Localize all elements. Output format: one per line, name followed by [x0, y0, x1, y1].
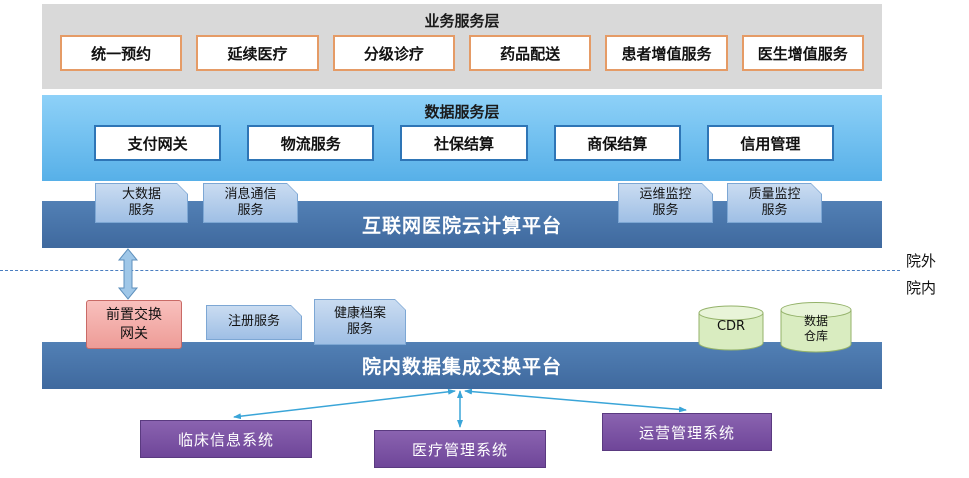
data-warehouse-label: 数据 仓库 [803, 314, 828, 343]
tab-big-data-label: 大数据 服务 [121, 186, 161, 218]
business-box-row: 统一预约 延续医疗 分级诊疗 药品配送 患者增值服务 医生增值服务 [60, 35, 864, 71]
integration-platform-title: 院内数据集成交换平台 [361, 356, 562, 378]
tab-health-record-service: 健康档案 服务 [314, 299, 406, 345]
system-medical-management: 医疗管理系统 [374, 430, 546, 468]
business-box-unified-booking: 统一预约 [60, 35, 183, 71]
tab-health-record-label: 健康档案 服务 [333, 305, 386, 337]
business-layer-title: 业务服务层 [424, 12, 500, 30]
tab-ops-monitor-service: 运维监控 服务 [618, 183, 713, 223]
system-clinical-information: 临床信息系统 [140, 420, 312, 458]
tab-registration-label: 注册服务 [227, 314, 280, 330]
front-exchange-gateway-label: 前置交换 网关 [106, 307, 162, 342]
data-box-social-insurance: 社保结算 [400, 125, 528, 161]
tab-big-data-service: 大数据 服务 [95, 183, 188, 223]
boundary-outside-label: 院外 [906, 252, 937, 270]
tab-quality-monitor-label: 质量监控 服务 [748, 186, 801, 218]
data-box-logistics: 物流服务 [247, 125, 375, 161]
cdr-database: CDR [697, 304, 765, 352]
data-box-credit-management: 信用管理 [706, 125, 835, 161]
data-service-layer-band: 数据服务层 支付网关 物流服务 社保结算 商保结算 信用管理 [42, 95, 882, 181]
tab-messaging-label: 消息通信 服务 [224, 186, 277, 218]
tab-messaging-service: 消息通信 服务 [203, 183, 298, 223]
data-warehouse-database: 数据 仓库 [779, 301, 853, 354]
business-box-continuing-care: 延续医疗 [196, 35, 319, 71]
business-box-doctor-value-services: 医生增值服务 [741, 35, 864, 71]
business-box-patient-value-services: 患者增值服务 [605, 35, 728, 71]
system-operation-management: 运营管理系统 [602, 413, 772, 451]
cdr-database-label: CDR [716, 319, 746, 334]
tab-ops-monitor-label: 运维监控 服务 [639, 186, 692, 218]
boundary-inside-label: 院内 [906, 279, 937, 297]
database-cylinder-icon [780, 302, 852, 353]
cloud-gateway-double-arrow [117, 248, 139, 300]
cloud-platform-title: 互联网医院云计算平台 [361, 215, 562, 237]
business-box-tiered-diagnosis: 分级诊疗 [332, 35, 455, 71]
hospital-boundary-line [0, 270, 900, 271]
data-box-row: 支付网关 物流服务 社保结算 商保结算 信用管理 [94, 125, 835, 161]
front-exchange-gateway: 前置交换 网关 [86, 300, 182, 349]
data-box-commercial-insurance: 商保结算 [553, 125, 681, 161]
data-layer-title: 数据服务层 [424, 103, 500, 121]
connector-line-clinical [233, 388, 456, 420]
tab-registration-service: 注册服务 [206, 305, 302, 340]
tab-quality-monitor-service: 质量监控 服务 [727, 183, 822, 223]
business-service-layer-band: 业务服务层 统一预约 延续医疗 分级诊疗 药品配送 患者增值服务 医生增值服务 [42, 4, 882, 89]
data-box-payment-gateway: 支付网关 [94, 125, 222, 161]
database-cylinder-icon [698, 305, 764, 351]
connector-line-operation [464, 388, 687, 413]
business-box-drug-delivery: 药品配送 [468, 35, 592, 71]
